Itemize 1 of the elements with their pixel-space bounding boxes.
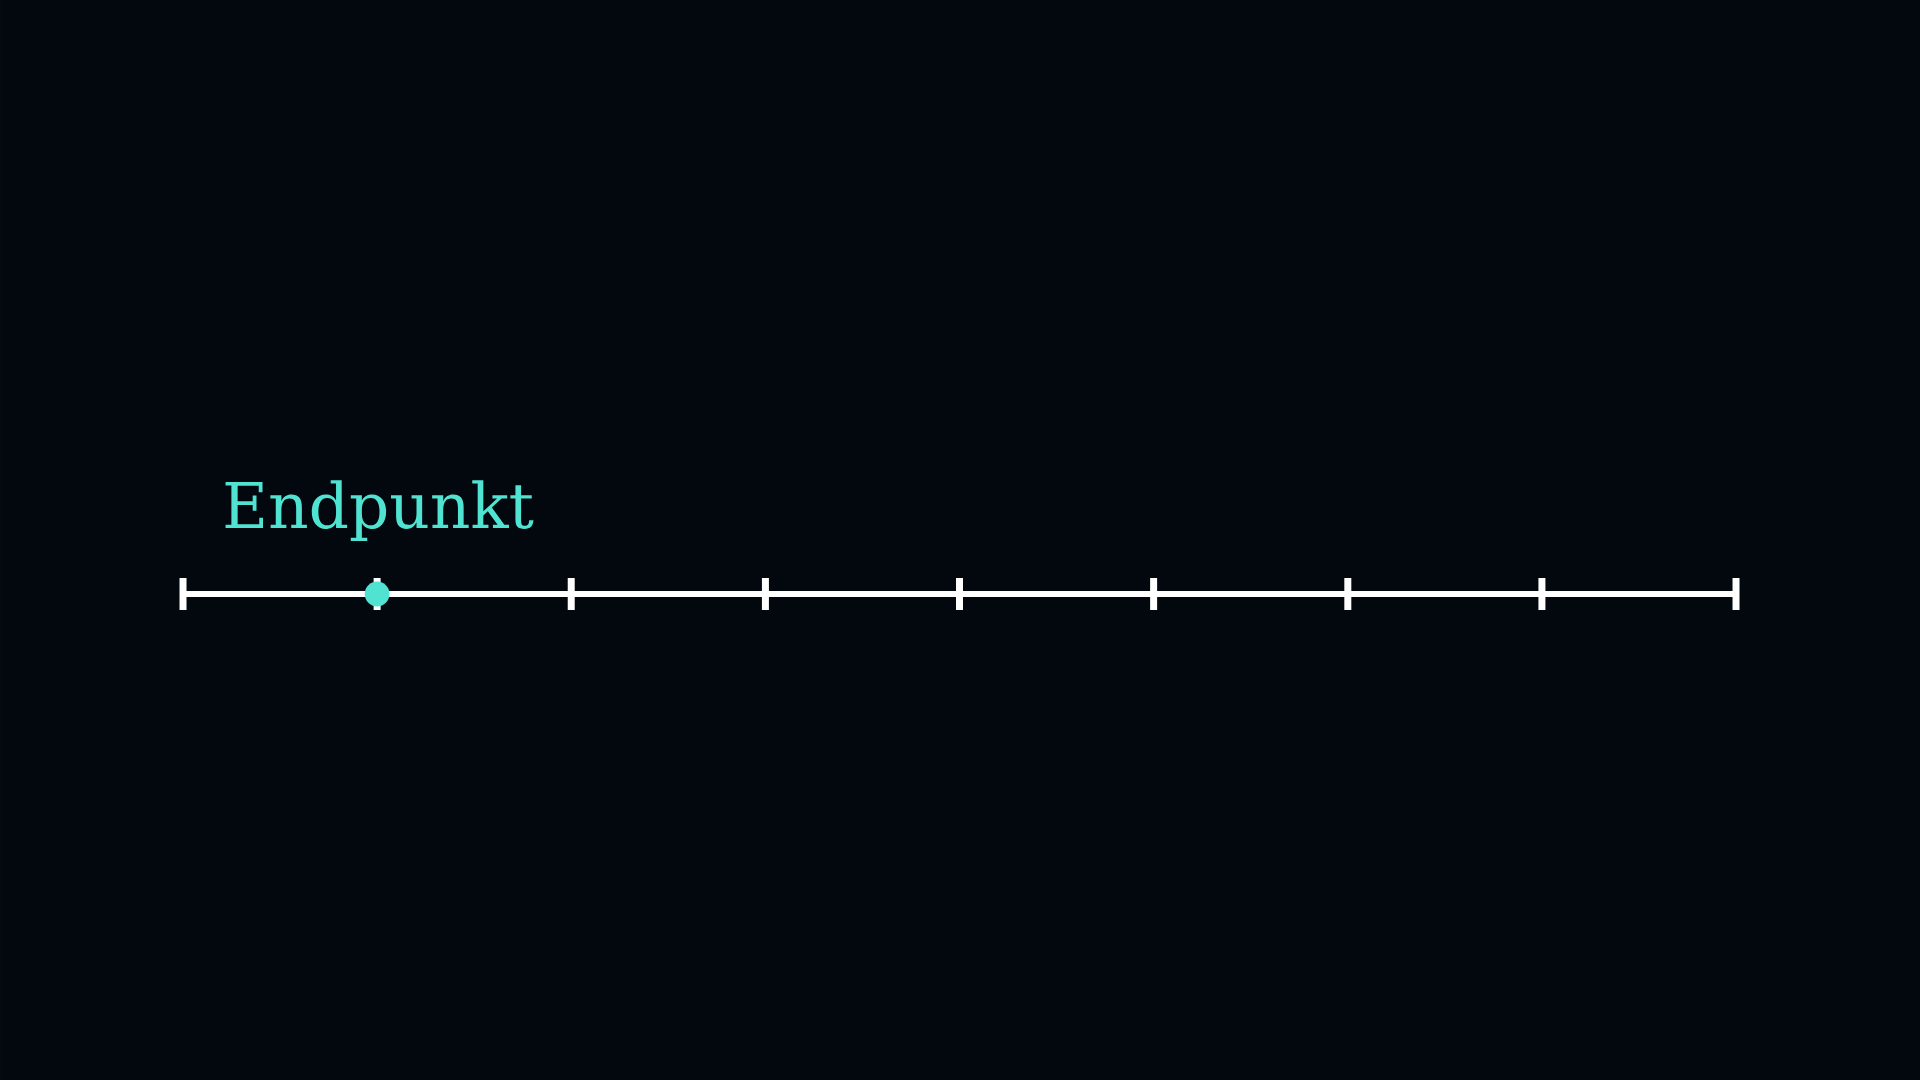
point-label: Endpunkt (225, 480, 534, 542)
